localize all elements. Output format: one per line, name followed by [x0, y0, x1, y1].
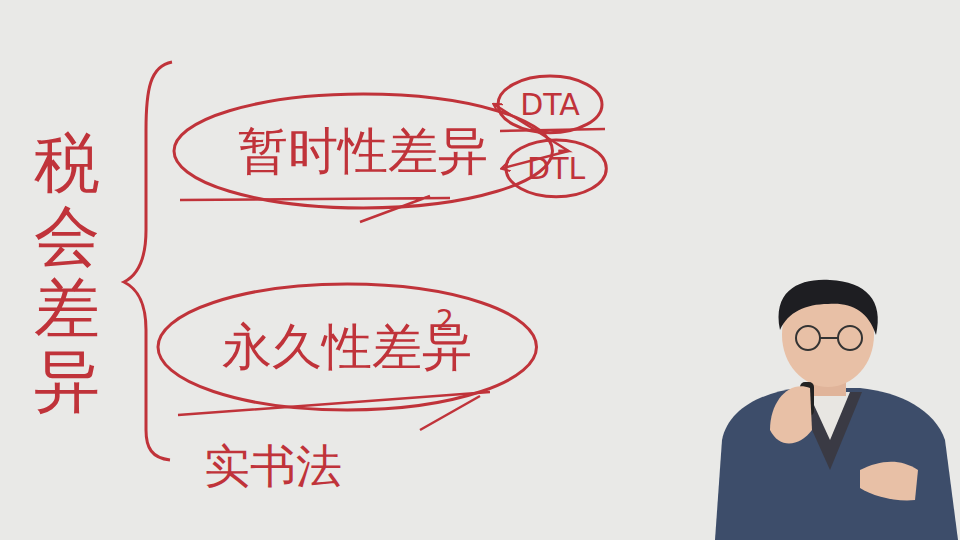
node-text: 永久性差异 [222, 314, 472, 381]
node-text: 暂时性差异 [238, 118, 488, 185]
circled-term: DTA [496, 74, 604, 135]
node-text: DTL [527, 151, 585, 186]
ellipse-node: 暂时性差异 [172, 92, 555, 210]
ellipse-node: 永久性差异 [156, 282, 539, 412]
fraction-line [500, 129, 605, 131]
node-text: DTA [520, 87, 580, 122]
handwritten-note: 实书法 [204, 436, 342, 498]
lecturer-figure [715, 280, 958, 540]
superscript-number: 2 [436, 304, 454, 337]
vertical-heading: 税会差异 [34, 128, 100, 418]
underline [180, 196, 450, 222]
circled-term: DTL [504, 138, 608, 199]
curly-brace [124, 62, 172, 460]
